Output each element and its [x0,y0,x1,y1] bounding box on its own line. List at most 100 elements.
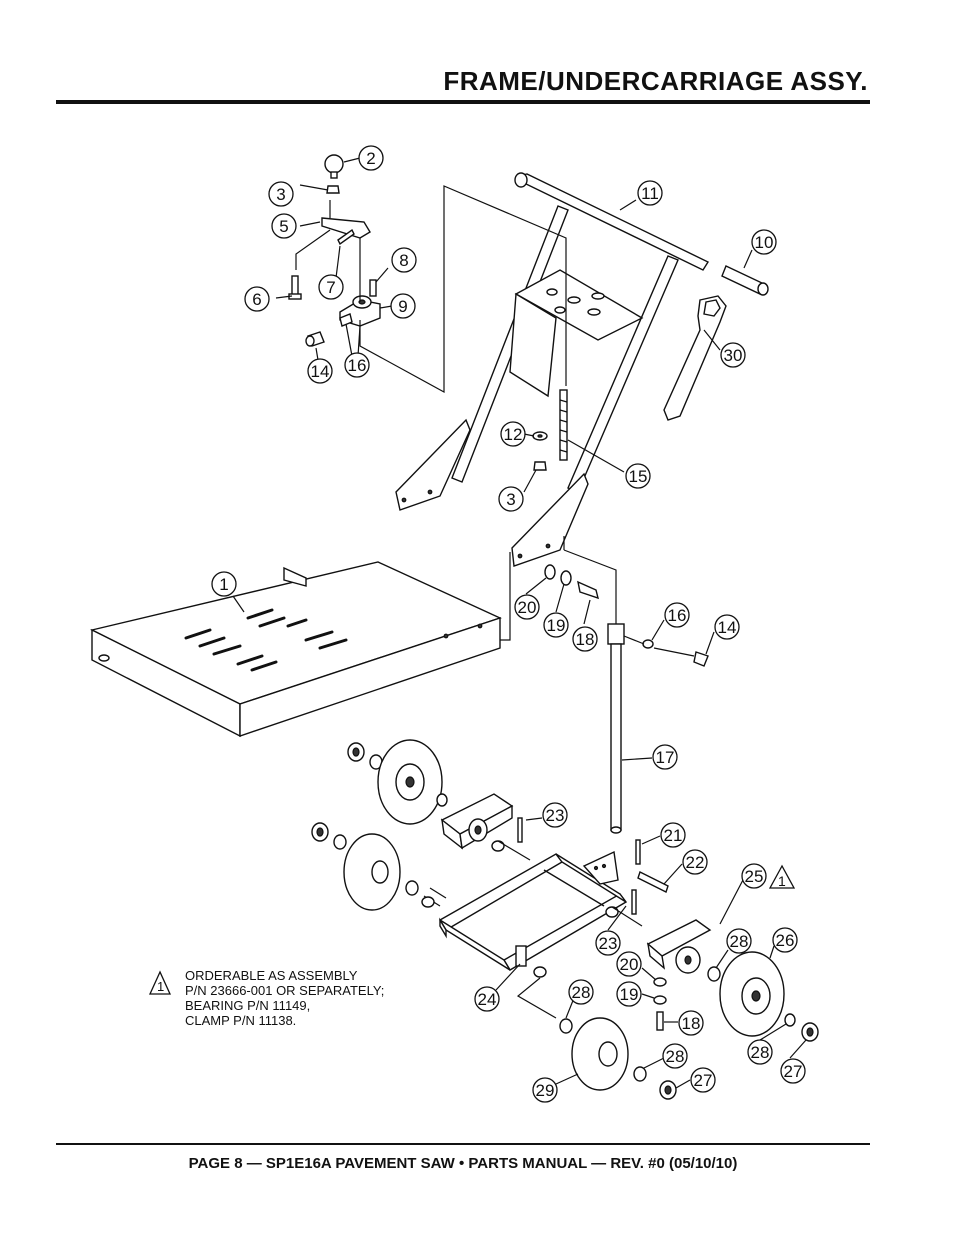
svg-text:27: 27 [694,1071,713,1090]
svg-text:26: 26 [776,931,795,950]
svg-text:28: 28 [572,983,591,1002]
svg-text:23: 23 [599,934,618,953]
callout-19-upper: 19 [543,612,569,638]
svg-text:7: 7 [326,278,335,297]
callout-24: 24 [474,986,500,1012]
callout-28-a: 28 [726,928,752,954]
svg-text:28: 28 [730,932,749,951]
svg-text:15: 15 [629,467,648,486]
callout-28-d: 28 [662,1043,688,1069]
callout-14-top: 14 [307,358,333,384]
note-warning-triangle [148,970,172,995]
svg-text:9: 9 [398,297,407,316]
svg-text:3: 3 [276,185,285,204]
deck-plate [89,552,511,738]
svg-text:19: 19 [547,616,566,635]
svg-text:30: 30 [724,346,743,365]
svg-text:20: 20 [620,955,639,974]
callout-14-mid: 14 [714,614,740,640]
svg-text:21: 21 [664,826,683,845]
callout-18-lower: 18 [678,1010,704,1036]
callout-16-top: 16 [344,352,370,378]
callout-27-right: 27 [780,1058,806,1084]
note-symbol: 1 [157,979,164,994]
svg-text:28: 28 [751,1043,770,1062]
svg-text:17: 17 [656,748,675,767]
svg-text:23: 23 [546,806,565,825]
svg-text:12: 12 [504,425,523,444]
callout-20-upper: 20 [514,594,540,620]
pivot-hardware [544,536,617,624]
callout-27-lower: 27 [690,1067,716,1093]
callout-19-lower: 19 [616,981,642,1007]
callout-28-b: 28 [568,979,594,1005]
svg-text:1: 1 [219,575,228,594]
callout-15: 15 [625,463,651,489]
left-wheels [311,739,523,911]
svg-text:28: 28 [666,1047,685,1066]
callout-23-upper: 23 [542,802,568,828]
callout-18-upper: 18 [572,626,598,652]
svg-text:16: 16 [668,606,687,625]
callout-3-lower: 3 [498,486,524,512]
svg-text:20: 20 [518,598,537,617]
callout-16-mid: 16 [664,602,690,628]
svg-text:27: 27 [784,1062,803,1081]
assembly-note: 1 ORDERABLE AS ASSEMBLY P/N 23666-001 OR… [148,968,384,1028]
handle-frame [395,172,769,567]
callout-21: 21 [660,822,686,848]
note-line-3: BEARING P/N 11149, [185,998,310,1013]
callout-29: 29 [532,1077,558,1103]
flag-25-triangle [768,864,796,889]
svg-text:14: 14 [311,362,330,381]
callout-7: 7 [318,274,344,300]
callout-17: 17 [652,744,678,770]
depth-shaft [607,623,709,834]
page-footer: PAGE 8 — SP1E16A PAVEMENT SAW • PARTS MA… [188,1155,738,1172]
callout-6: 6 [244,286,270,312]
flag-25-symbol: 1 [778,873,786,889]
svg-text:5: 5 [279,217,288,236]
svg-text:6: 6 [252,290,261,309]
callout-23-lower: 23 [595,930,621,956]
header-rule [56,100,870,104]
callout-11: 11 [637,180,663,206]
callout-5: 5 [271,213,297,239]
svg-text:16: 16 [348,356,367,375]
callout-30: 30 [720,342,746,368]
note-line-2: P/N 23666-001 OR SEPARATELY; [185,983,384,998]
svg-text:2: 2 [366,149,375,168]
callout-20-lower: 20 [616,951,642,977]
svg-text:19: 19 [620,985,639,1004]
callout-1: 1 [211,571,237,597]
callout-9: 9 [390,293,416,319]
callout-3: 3 [268,181,294,207]
depth-control-parts [275,154,567,394]
note-line-1: ORDERABLE AS ASSEMBLY [185,968,358,983]
svg-text:3: 3 [506,490,515,509]
svg-text:25: 25 [745,867,764,886]
svg-text:24: 24 [478,990,497,1009]
page-title: FRAME/UNDERCARRIAGE ASSY. [443,66,868,96]
note-line-4: CLAMP P/N 11138. [185,1013,296,1028]
callout-26: 26 [772,927,798,953]
svg-text:8: 8 [399,251,408,270]
svg-text:22: 22 [686,853,705,872]
callout-28-c: 28 [747,1039,773,1065]
svg-text:18: 18 [576,630,595,649]
callout-10: 10 [751,229,777,255]
callout-25: 25 [741,863,767,889]
axle-frame [421,840,643,978]
svg-text:29: 29 [536,1081,555,1100]
callout-22: 22 [682,849,708,875]
right-wheels [516,839,819,1100]
callout-2: 2 [358,145,384,171]
footer-rule [56,1143,870,1145]
callout-8: 8 [391,247,417,273]
svg-text:14: 14 [718,618,737,637]
svg-text:11: 11 [641,184,659,203]
svg-text:10: 10 [755,233,774,252]
callout-12: 12 [500,421,526,447]
svg-text:18: 18 [682,1014,701,1033]
